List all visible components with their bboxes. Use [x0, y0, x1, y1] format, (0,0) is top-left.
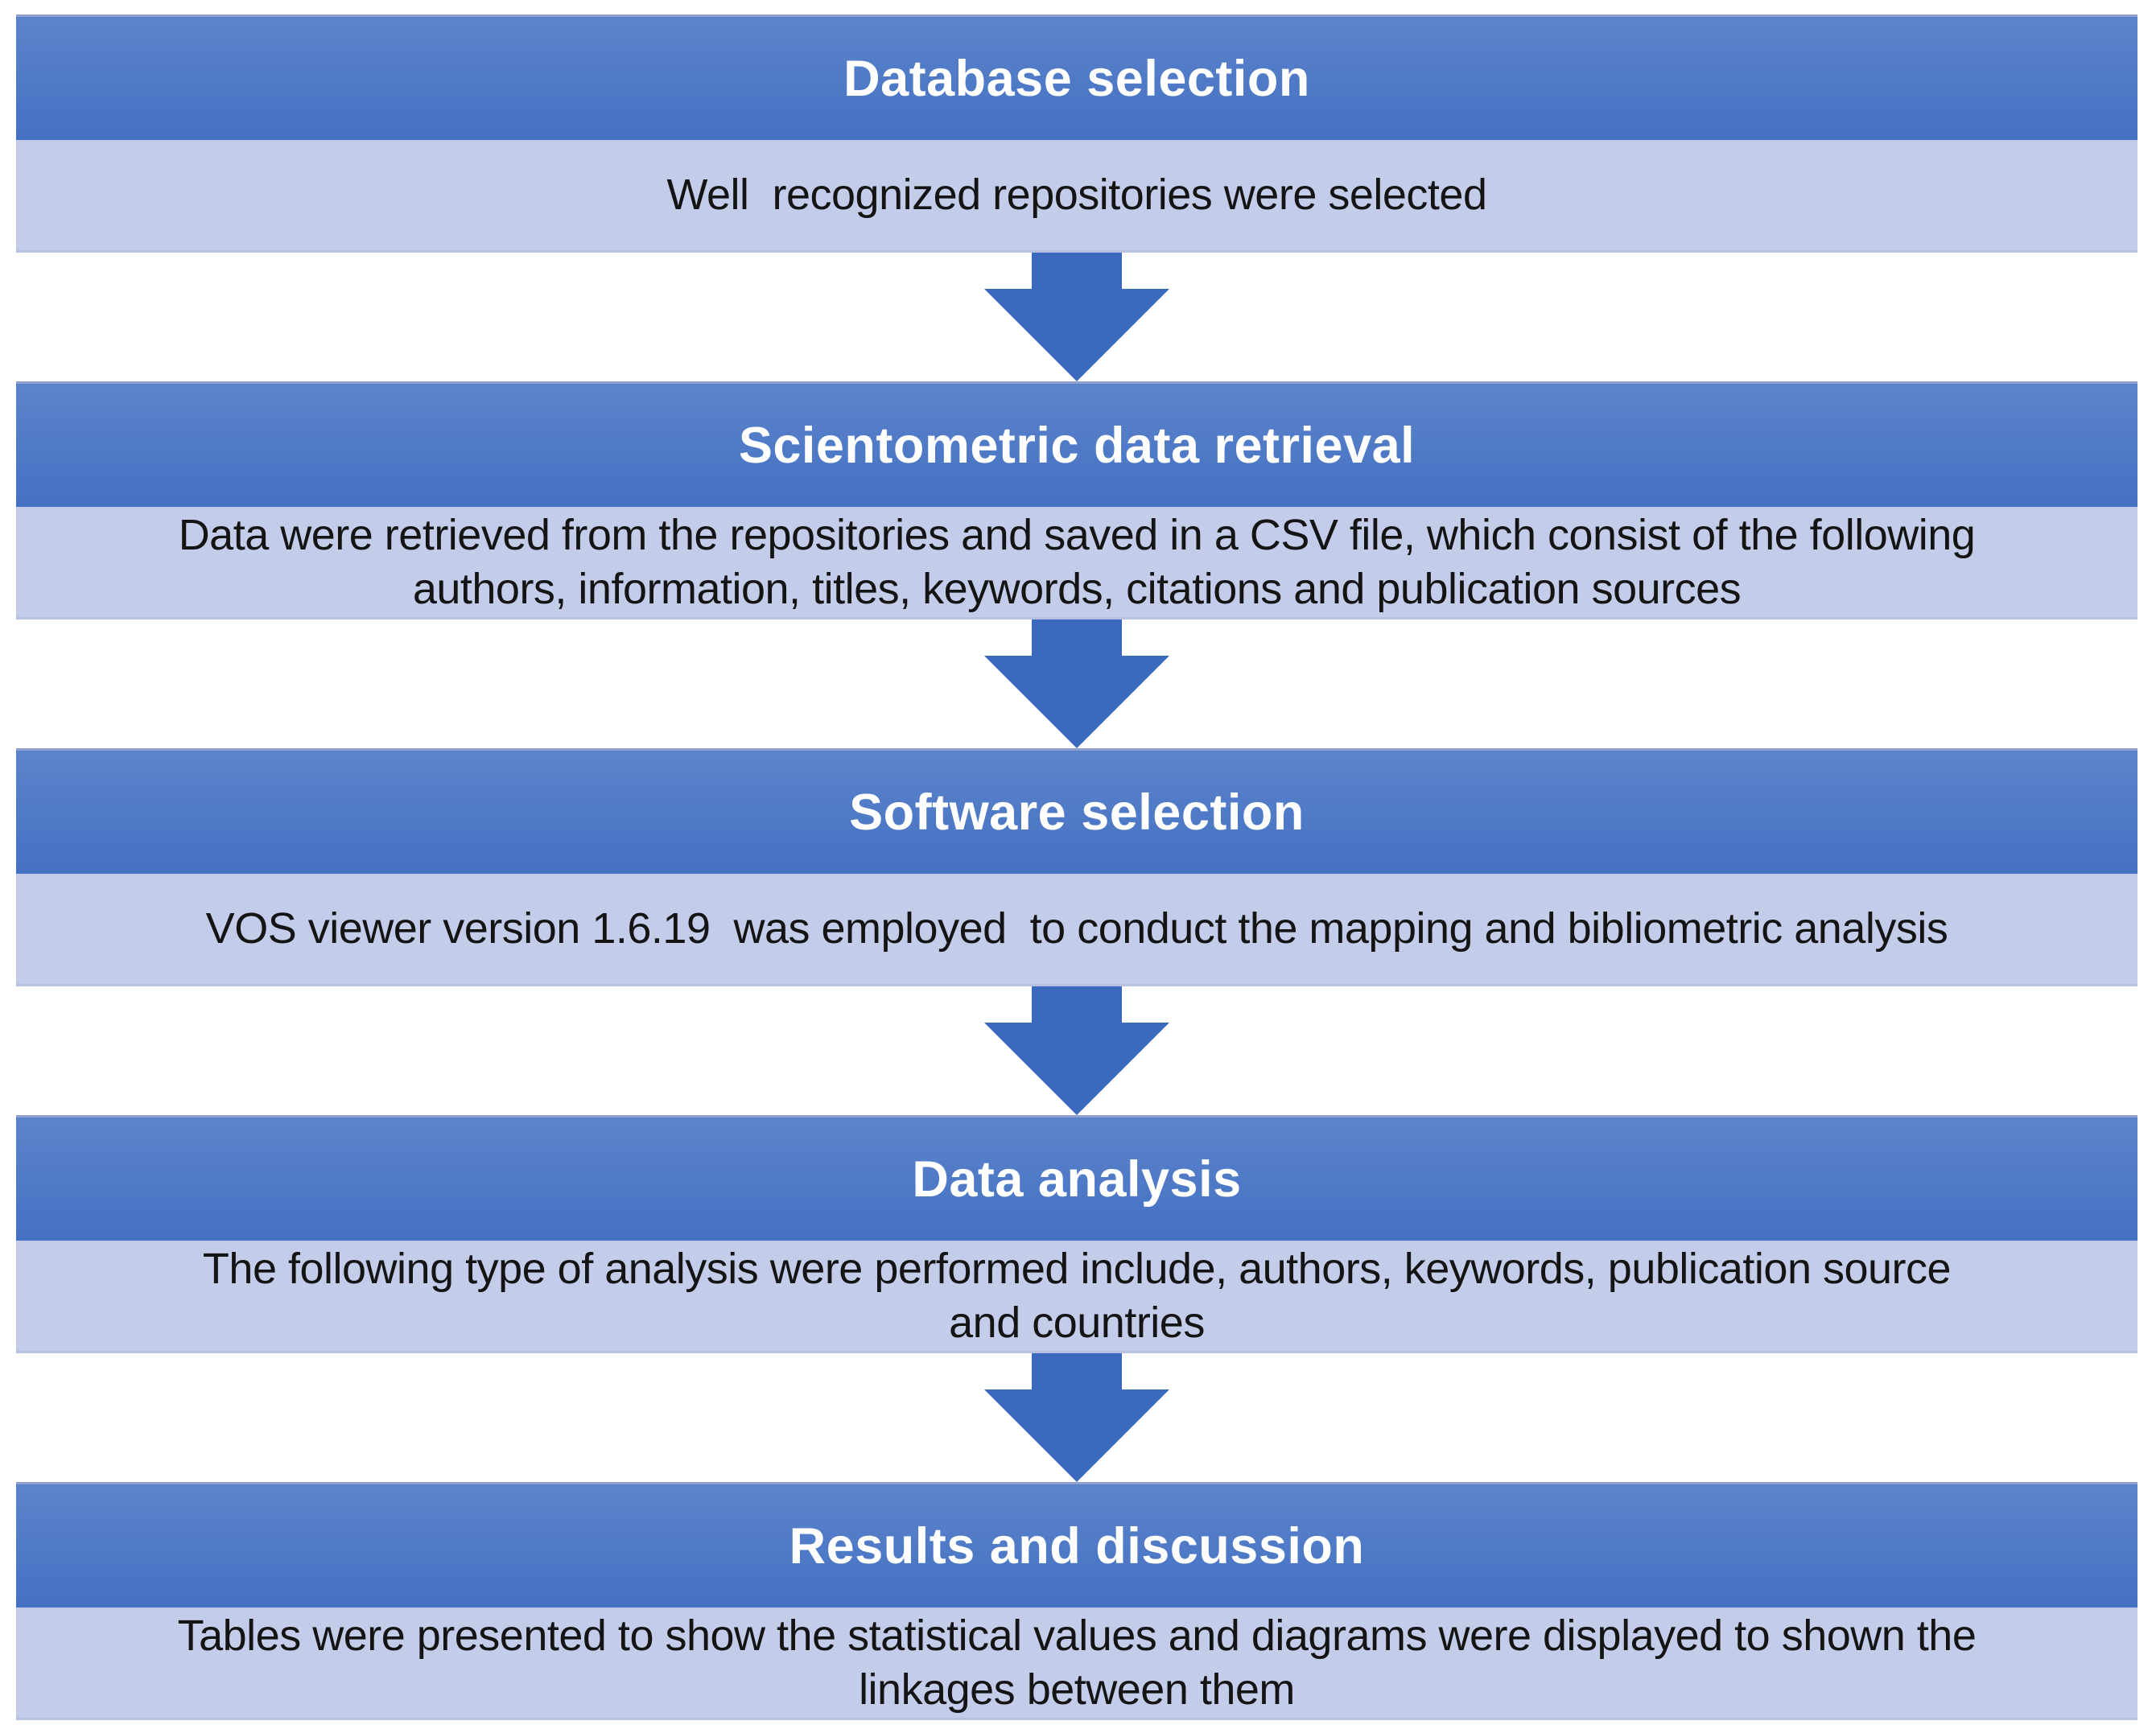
arrow-head: [984, 1389, 1169, 1482]
step-description-panel: Tables were presented to show the statis…: [16, 1607, 2137, 1720]
step-title: Data analysis: [912, 1151, 1242, 1208]
step-description: Data were retrieved from the repositorie…: [178, 510, 1976, 613]
arrow-down-icon: [16, 620, 2137, 748]
step-description-panel: Data were retrieved from the repositorie…: [16, 507, 2137, 620]
step-title: Software selection: [849, 784, 1305, 841]
arrow-down-icon: [16, 986, 2137, 1115]
step-description: Well recognized repositories were select…: [666, 171, 1487, 219]
arrow-down-icon: [16, 253, 2137, 381]
arrow-stem: [1032, 1353, 1122, 1389]
arrow-stem: [1032, 253, 1122, 289]
flow-step-scientometric-data-retrieval: Scientometric data retrieval Data were r…: [16, 381, 2137, 620]
arrow-head: [984, 289, 1169, 381]
arrow-down-icon: [16, 1353, 2137, 1482]
step-description-panel: VOS viewer version 1.6.19 was employed t…: [16, 874, 2137, 986]
arrow-head: [984, 656, 1169, 748]
flow-step-results-and-discussion: Results and discussion Tables were prese…: [16, 1482, 2137, 1720]
step-header: Data analysis: [16, 1115, 2137, 1241]
step-description-panel: The following type of analysis were perf…: [16, 1241, 2137, 1353]
flowchart: Database selection Well recognized repos…: [16, 14, 2137, 1720]
step-description: VOS viewer version 1.6.19 was employed t…: [205, 904, 1948, 953]
step-header: Scientometric data retrieval: [16, 381, 2137, 507]
step-title: Scientometric data retrieval: [738, 417, 1416, 474]
step-title: Database selection: [843, 50, 1310, 107]
step-header: Results and discussion: [16, 1482, 2137, 1607]
arrow-stem: [1032, 986, 1122, 1023]
step-header: Database selection: [16, 14, 2137, 140]
step-description: Tables were presented to show the statis…: [177, 1611, 1977, 1714]
flow-step-data-analysis: Data analysis The following type of anal…: [16, 1115, 2137, 1353]
flow-step-software-selection: Software selection VOS viewer version 1.…: [16, 748, 2137, 986]
step-description-panel: Well recognized repositories were select…: [16, 140, 2137, 253]
step-title: Results and discussion: [789, 1517, 1365, 1575]
arrow-stem: [1032, 620, 1122, 656]
flow-step-database-selection: Database selection Well recognized repos…: [16, 14, 2137, 253]
step-header: Software selection: [16, 748, 2137, 874]
step-description: The following type of analysis were perf…: [202, 1244, 1952, 1347]
arrow-head: [984, 1023, 1169, 1115]
